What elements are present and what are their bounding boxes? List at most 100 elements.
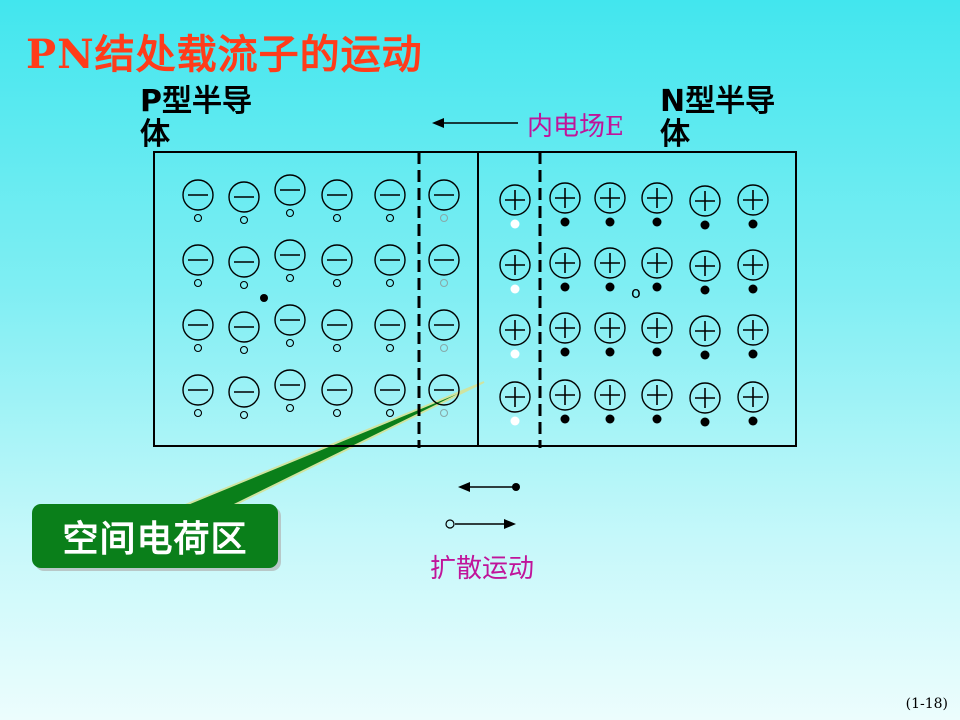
free-electron <box>605 217 615 227</box>
hole <box>332 213 342 223</box>
recombined-hole <box>439 343 449 353</box>
hole <box>332 278 342 288</box>
negative-ion <box>182 309 214 341</box>
hole <box>193 408 203 418</box>
recombined-electron <box>510 349 520 359</box>
hole <box>285 273 295 283</box>
negative-ion <box>321 244 353 276</box>
negative-ion <box>182 374 214 406</box>
page-number: (1-18) <box>905 696 948 712</box>
positive-ion <box>737 314 769 346</box>
positive-ion <box>641 379 673 411</box>
negative-ion <box>228 376 260 408</box>
negative-ion <box>428 179 460 211</box>
positive-ion <box>594 312 626 344</box>
hole <box>239 280 249 290</box>
positive-ion <box>641 247 673 279</box>
n-region-ions <box>499 182 769 427</box>
hole <box>193 343 203 353</box>
positive-ion <box>549 379 581 411</box>
internal-field-arrow <box>432 118 518 128</box>
positive-ion <box>594 182 626 214</box>
p-region-ions <box>182 174 460 420</box>
recombined-electron <box>510 284 520 294</box>
positive-ion <box>641 182 673 214</box>
negative-ion <box>274 239 306 271</box>
page-title: PN结处载流子的运动 <box>26 31 423 78</box>
free-electron <box>652 217 662 227</box>
free-electron <box>652 347 662 357</box>
recombined-hole <box>439 408 449 418</box>
negative-ion <box>374 374 406 406</box>
hole <box>239 410 249 420</box>
free-electron <box>605 414 615 424</box>
free-electron <box>748 284 758 294</box>
positive-ion <box>594 379 626 411</box>
free-electron <box>652 282 662 292</box>
hole <box>385 213 395 223</box>
hole <box>285 403 295 413</box>
negative-ion <box>228 246 260 278</box>
negative-ion <box>321 309 353 341</box>
recombined-electron <box>510 219 520 229</box>
hole <box>385 278 395 288</box>
free-electron <box>605 347 615 357</box>
negative-ion <box>182 244 214 276</box>
negative-ion <box>274 369 306 401</box>
negative-ion <box>182 179 214 211</box>
hole <box>285 338 295 348</box>
negative-ion <box>321 374 353 406</box>
positive-ion <box>689 382 721 414</box>
positive-ion <box>737 381 769 413</box>
negative-ion <box>428 309 460 341</box>
positive-ion <box>499 314 531 346</box>
positive-ion <box>594 247 626 279</box>
space-charge-region-callout: 空间电荷区 <box>32 504 278 568</box>
electron-diffusion-arrow <box>458 482 520 492</box>
hole <box>385 343 395 353</box>
positive-ion <box>641 312 673 344</box>
hole-diffusion-arrow <box>445 519 516 529</box>
free-electron <box>700 417 710 427</box>
free-electron <box>560 282 570 292</box>
diffused-electron <box>260 294 268 302</box>
negative-ion <box>374 309 406 341</box>
recombined-hole <box>439 278 449 288</box>
positive-ion <box>689 315 721 347</box>
recombined-electron <box>510 416 520 426</box>
free-electron <box>560 414 570 424</box>
negative-ion <box>274 174 306 206</box>
positive-ion <box>737 184 769 216</box>
free-electron <box>748 349 758 359</box>
positive-ion <box>689 185 721 217</box>
hole <box>193 213 203 223</box>
hole <box>285 208 295 218</box>
n-region-label: N型半导体 <box>660 84 776 152</box>
negative-ion <box>428 374 460 406</box>
positive-ion <box>689 250 721 282</box>
hole <box>193 278 203 288</box>
hole <box>239 215 249 225</box>
free-electron <box>748 416 758 426</box>
positive-ion <box>499 184 531 216</box>
free-electron <box>700 285 710 295</box>
positive-ion <box>549 182 581 214</box>
free-electron <box>700 220 710 230</box>
positive-ion <box>549 247 581 279</box>
negative-ion <box>228 311 260 343</box>
free-electron <box>748 219 758 229</box>
positive-ion <box>499 381 531 413</box>
positive-ion <box>499 249 531 281</box>
free-electron <box>605 282 615 292</box>
free-electron <box>700 350 710 360</box>
negative-ion <box>428 244 460 276</box>
positive-ion <box>737 249 769 281</box>
free-electron <box>560 347 570 357</box>
space-charge-region-label: 空间电荷区 <box>62 519 248 560</box>
internal-field-label: 内电场E <box>527 112 624 142</box>
free-electron <box>560 217 570 227</box>
positive-ion <box>549 312 581 344</box>
n-region-block <box>477 151 797 447</box>
negative-ion <box>321 179 353 211</box>
